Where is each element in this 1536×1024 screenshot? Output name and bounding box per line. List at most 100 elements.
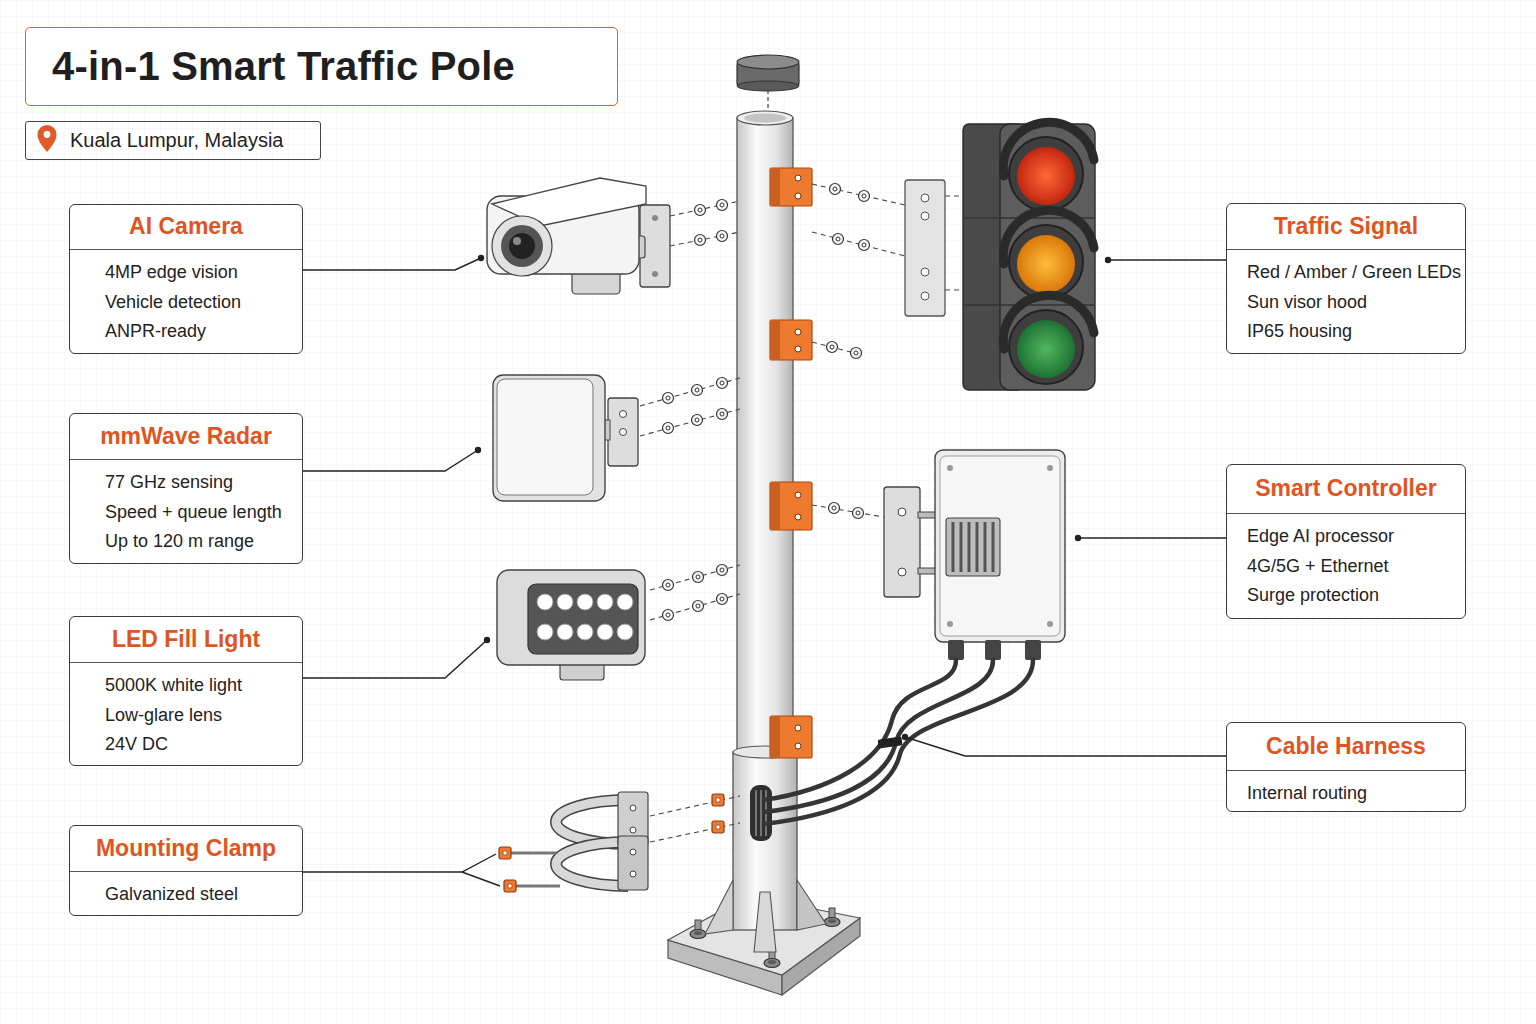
washer-set xyxy=(712,794,724,806)
smart-controller xyxy=(1047,465,1053,471)
location-pin xyxy=(44,131,51,138)
spec-line: 24V DC xyxy=(70,730,302,760)
callout-box: mmWave Radar77 GHz sensingSpeed + queue … xyxy=(69,413,303,564)
washer-set xyxy=(663,610,674,621)
smart-controller xyxy=(946,518,1000,576)
assembly-line xyxy=(812,505,884,517)
washer-set xyxy=(663,393,674,404)
washer-set xyxy=(851,348,862,359)
washer-set xyxy=(717,565,728,576)
washer-set xyxy=(663,423,674,434)
pole-shaft xyxy=(744,114,786,123)
leader-line xyxy=(462,872,500,886)
traffic-signal xyxy=(921,212,929,220)
ai-camera xyxy=(513,237,521,245)
mounting-clamp xyxy=(504,880,516,892)
pole-bracket xyxy=(795,346,801,352)
pole-bracket xyxy=(770,482,780,530)
base-gusset xyxy=(705,880,826,952)
traffic-signal xyxy=(1000,124,1095,390)
smart-controller xyxy=(1047,621,1053,627)
smart-controller xyxy=(947,465,953,471)
leader-line xyxy=(303,450,478,471)
spec-line: Vehicle detection xyxy=(70,288,302,318)
traffic-signal xyxy=(1017,147,1075,205)
mounting-clamp xyxy=(630,849,636,855)
smart-controller xyxy=(918,512,936,518)
spec-line: Up to 120 m range xyxy=(70,527,302,557)
pole-bracket xyxy=(770,320,812,360)
smart-controller xyxy=(935,450,1065,642)
leader-line xyxy=(1108,259,1226,260)
smart-controller xyxy=(884,450,1065,660)
callout-box: LED Fill Light5000K white lightLow-glare… xyxy=(69,616,303,766)
pole-bracket xyxy=(770,482,812,530)
assembly-line xyxy=(650,823,740,842)
base-gusset xyxy=(797,880,826,930)
cable-bundle xyxy=(764,660,1033,824)
assembly-line xyxy=(650,565,740,590)
base-gusset xyxy=(705,880,733,934)
mmwave-radar xyxy=(620,429,627,436)
led-fill-light xyxy=(597,594,613,610)
location-text: Kuala Lumpur, Malaysia xyxy=(26,122,320,158)
washer-set xyxy=(830,184,841,195)
spec-line: Internal routing xyxy=(1227,779,1465,809)
led-fill-light xyxy=(617,594,633,610)
leader-dot xyxy=(475,255,1111,740)
callout-heading: mmWave Radar xyxy=(70,414,302,460)
washer-set xyxy=(853,508,864,519)
pole-bracket xyxy=(770,168,780,206)
pole-bracket xyxy=(795,743,801,749)
mmwave-radar xyxy=(493,375,638,501)
callout-heading: Traffic Signal xyxy=(1227,204,1465,250)
mounting-clamp xyxy=(499,792,648,892)
pole-bracket xyxy=(795,514,801,520)
smart-controller xyxy=(1025,640,1041,660)
traffic-signal xyxy=(1003,122,1094,176)
leader-dot xyxy=(1075,535,1081,541)
washer-set xyxy=(717,231,728,242)
pole-cap xyxy=(737,55,799,110)
ai-camera xyxy=(652,215,658,221)
traffic-signal xyxy=(921,268,929,276)
mounting-clamp xyxy=(630,871,636,877)
washer-set xyxy=(663,184,870,834)
callout-box: Traffic SignalRed / Amber / Green LEDsSu… xyxy=(1226,203,1466,354)
leader-dot xyxy=(484,637,490,643)
pole-bracket xyxy=(795,175,801,181)
washer-set xyxy=(693,572,704,583)
callout-heading: LED Fill Light xyxy=(70,617,302,663)
ai-camera xyxy=(501,225,543,267)
leader-line xyxy=(905,737,1226,756)
callout-heading: Smart Controller xyxy=(1227,465,1465,514)
leader-dot xyxy=(902,734,908,740)
led-fill-light xyxy=(597,624,613,640)
mounting-clamp xyxy=(630,805,636,811)
traffic-signal xyxy=(1017,235,1075,293)
pole-bracket xyxy=(795,193,801,199)
washer-set xyxy=(712,821,724,833)
led-fill-light xyxy=(617,624,633,640)
pole-shaft xyxy=(737,118,793,768)
smart-controller xyxy=(947,621,953,627)
callout-box: Smart ControllerEdge AI processor4G/5G +… xyxy=(1226,464,1466,619)
cable-tie xyxy=(878,736,903,748)
mounting-clamp xyxy=(630,827,636,833)
leader-line xyxy=(303,640,487,678)
ai-camera xyxy=(509,233,535,259)
led-fill-light xyxy=(557,594,573,610)
mounting-clamp xyxy=(556,842,628,886)
mmwave-radar xyxy=(608,398,638,466)
ai-camera xyxy=(487,178,670,294)
mounting-clamp xyxy=(516,885,560,888)
leader-dot xyxy=(475,447,481,453)
spec-line: Galvanized steel xyxy=(70,880,302,910)
mmwave-radar xyxy=(497,379,593,495)
traffic-signal xyxy=(1009,310,1083,384)
washer-set xyxy=(692,415,703,426)
leader-dot xyxy=(1105,257,1111,263)
